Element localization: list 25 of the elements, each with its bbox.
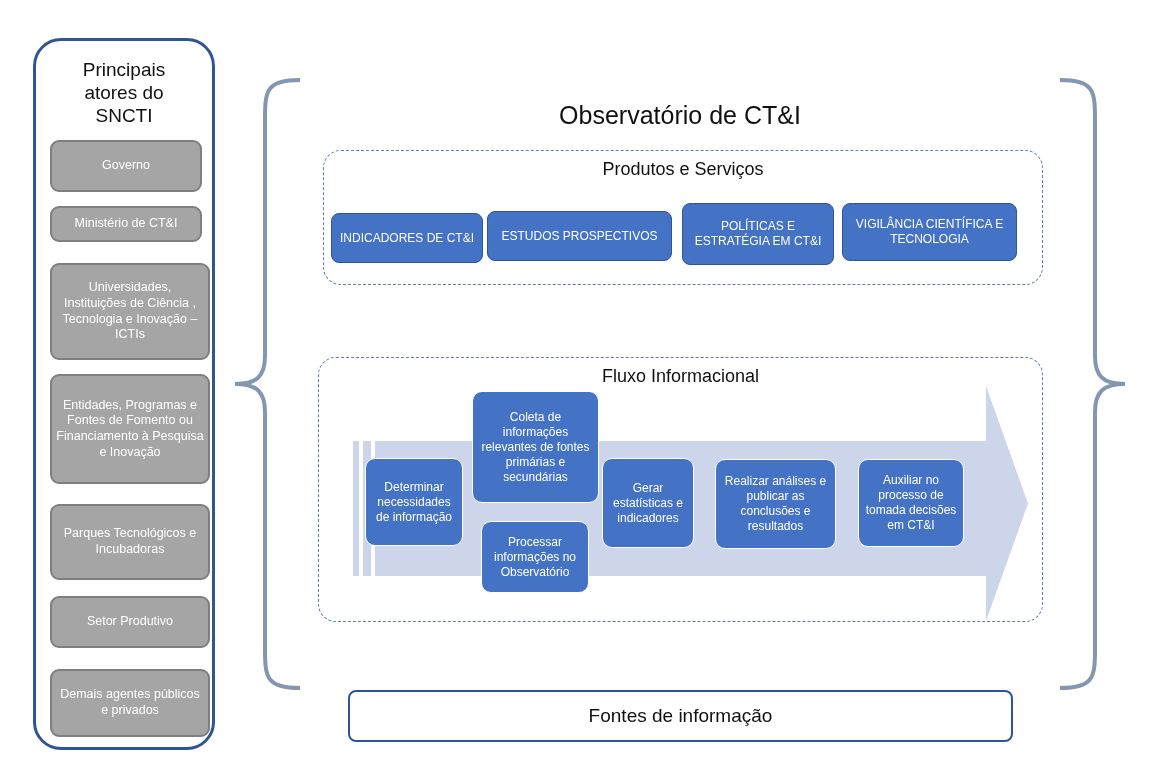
- actors-panel: [33, 38, 215, 750]
- actor-card: Demais agentes públicos e privados: [50, 669, 210, 737]
- process-step: Coleta de informações relevantes de fontes primárias e secundárias: [472, 391, 599, 503]
- group-heading: Produtos e Serviços: [601, 159, 765, 181]
- process-step: Processar informações no Observatório: [481, 521, 589, 593]
- group-heading: Principais atores do SNCTI: [81, 59, 167, 128]
- process-step: Determinar necessidades de informação: [365, 458, 463, 546]
- process-step: Auxiliar no processo de tomada decisões em CT&I: [858, 459, 964, 547]
- process-step: Realizar análises e publicar as conclusões e resultados: [715, 459, 836, 549]
- actor-card: Universidades, Instituições de Ciência , Tecnologia e Inovação – ICTIs: [50, 263, 210, 360]
- section-title: Observatório de CT&I: [558, 100, 802, 130]
- actor-card: Ministério de CT&I: [50, 206, 202, 242]
- dashed-group-frame: [318, 357, 1043, 622]
- actor-card: Setor Produtivo: [50, 596, 210, 648]
- actor-card: Governo: [50, 140, 202, 192]
- sources-bar: Fontes de informação: [348, 690, 1013, 742]
- actor-card: Parques Tecnológicos e Incubadoras: [50, 504, 210, 580]
- actor-card: Entidades, Programas e Fontes de Fomento ou Financiamento à Pesquisa e Inovação: [50, 374, 210, 484]
- product-card: VIGILÂNCIA CIENTÍFICA E TECNOLOGIA: [842, 203, 1017, 261]
- process-step: Gerar estatísticas e indicadores: [602, 458, 694, 548]
- product-card: INDICADORES DE CT&I: [331, 213, 483, 263]
- group-heading: Fluxo Informacional: [600, 366, 761, 388]
- dashed-group-frame: [323, 150, 1043, 285]
- product-card: POLÍTICAS E ESTRATÉGIA EM CT&I: [682, 203, 834, 265]
- product-card: ESTUDOS PROSPECTIVOS: [487, 211, 672, 261]
